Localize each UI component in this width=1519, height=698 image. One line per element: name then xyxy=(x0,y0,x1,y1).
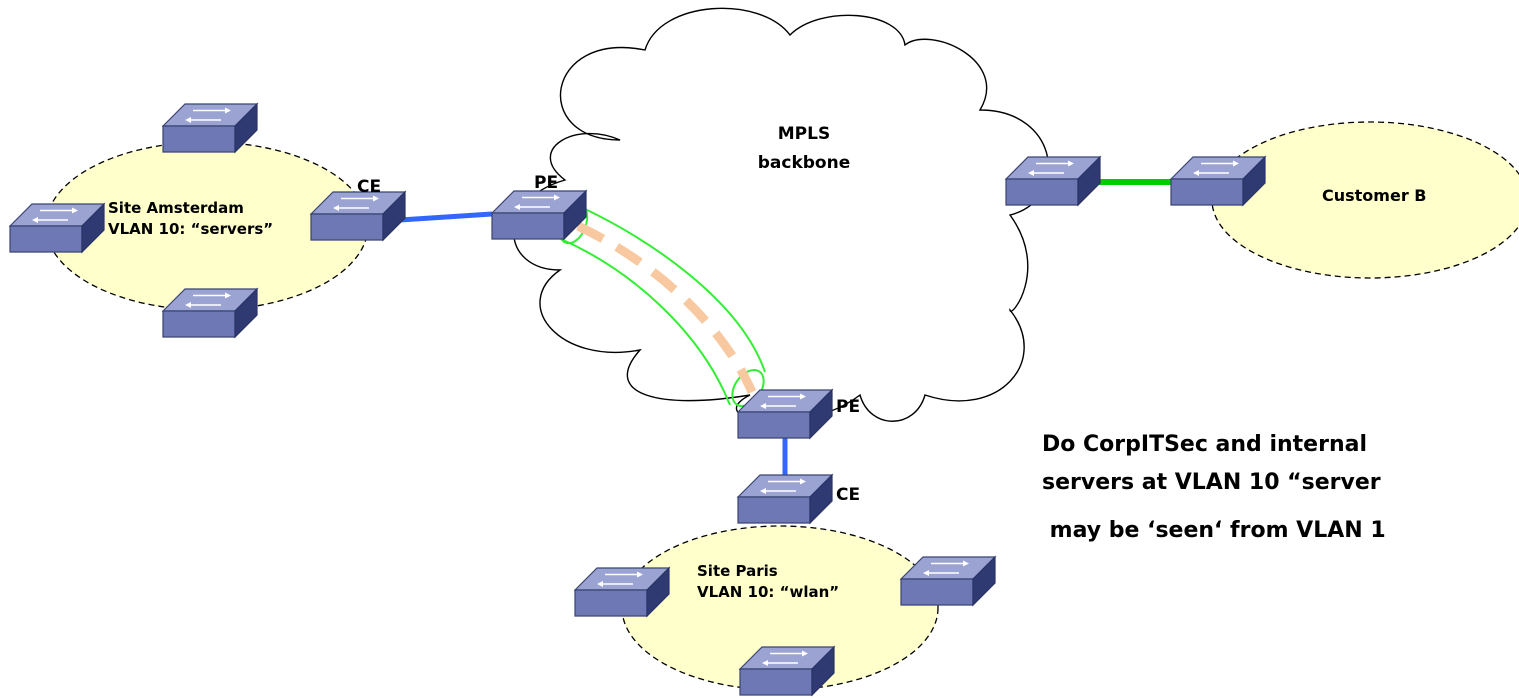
mpls-cloud xyxy=(513,7,1050,423)
cloud-label-line1: MPLS xyxy=(778,124,830,144)
question-line2: servers at VLAN 10 “server xyxy=(1042,470,1381,495)
link-ce-pe-amsterdam xyxy=(399,211,493,223)
label-pe-amsterdam: PE xyxy=(534,173,558,193)
switch-amsterdam-top xyxy=(162,103,258,153)
label-pe-paris: PE xyxy=(836,397,860,417)
switch-customer-b xyxy=(1170,156,1266,206)
site-paris-vlan: VLAN 10: “wlan” xyxy=(697,583,839,601)
label-ce-paris: CE xyxy=(836,485,860,505)
cloud-label-line2: backbone xyxy=(758,153,851,173)
label-ce-amsterdam: CE xyxy=(357,177,381,197)
switch-ce-amsterdam xyxy=(310,191,406,241)
customer-b-label: Customer B xyxy=(1322,186,1426,205)
switch-pe-customer-b xyxy=(1005,156,1101,206)
switch-pe-paris xyxy=(737,389,833,439)
switch-pe-amsterdam xyxy=(491,190,587,240)
switch-paris-bottom xyxy=(739,646,835,696)
switch-amsterdam-bottom xyxy=(162,288,258,338)
question-line3: may be ‘seen‘ from VLAN 1 xyxy=(1042,518,1386,543)
switch-amsterdam-left xyxy=(9,203,105,253)
switch-ce-paris xyxy=(737,474,833,524)
question-line1: Do CorpITSec and internal xyxy=(1042,432,1367,457)
switch-paris-right xyxy=(900,556,996,606)
site-paris-name: Site Paris xyxy=(697,562,778,580)
site-amsterdam-vlan: VLAN 10: “servers” xyxy=(108,220,273,238)
switch-paris-left xyxy=(574,567,670,617)
site-amsterdam-name: Site Amsterdam xyxy=(108,199,244,217)
